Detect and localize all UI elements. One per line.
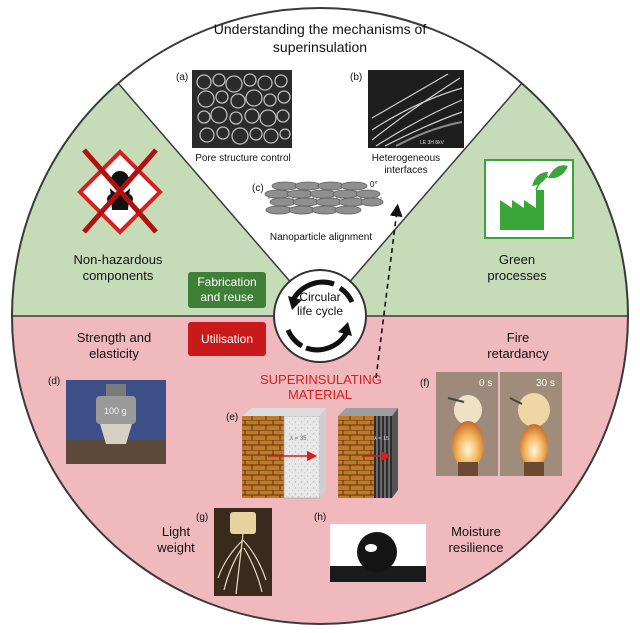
panel-g-letter: (g) (196, 512, 209, 523)
panel-f-image: 0 s 30 s (436, 372, 562, 476)
lambda-2-label: λ = 15 (374, 436, 389, 442)
moisture-resilience-label: Moisture resilience (448, 524, 504, 555)
superinsulating-material-label: SUPERINSULATING MATERIAL (260, 372, 382, 402)
outer-ring (11, 7, 629, 625)
non-hazardous-label: Non-hazardous components (73, 252, 163, 283)
nanoparticle-caption: Nanoparticle alignment (269, 232, 373, 243)
fire-time-0: 0 s (479, 378, 492, 389)
lambda-1-label: λ = 35 (290, 436, 307, 442)
panel-g-image (214, 508, 272, 596)
green-factory-icon (484, 159, 574, 239)
left-green-sector (11, 83, 321, 316)
pore-structure-caption: Pore structure control (195, 153, 291, 164)
panel-h-letter: (h) (314, 512, 327, 523)
dashed-arrow (375, 203, 403, 379)
right-green-sector (320, 83, 629, 316)
hazard-icon (77, 148, 163, 235)
panel-a-image (192, 70, 292, 148)
circular-life-cycle-label: Circular life cycle (296, 290, 343, 318)
fire-retardancy-label: Fire retardancy (487, 330, 549, 361)
panel-c-image (264, 181, 384, 215)
panel-a-letter: (a) (176, 72, 189, 83)
panel-c-angle: 0° (370, 180, 378, 189)
green-processes-label: Green processes (487, 252, 547, 283)
weight-label: 100 g (104, 406, 127, 416)
panel-e-letter: (e) (226, 412, 239, 423)
heterogeneous-caption: Heterogeneous interfaces (371, 153, 441, 176)
light-weight-label: Light weight (157, 524, 195, 555)
panel-d-image: 100 g (66, 380, 166, 464)
panel-d-letter: (d) (48, 376, 61, 387)
fire-time-30: 30 s (536, 378, 555, 389)
page-title: Understanding the mechanisms of superins… (213, 21, 427, 55)
panel-f-letter: (f) (420, 378, 430, 389)
strength-elasticity-label: Strength and elasticity (76, 330, 152, 361)
panel-b-image: LE 3H 8kV (368, 70, 464, 148)
panel-e-image: λ = 35 λ = 15 (242, 408, 398, 499)
panel-h-image (329, 523, 427, 583)
fabrication-reuse-button[interactable]: Fabrication and reuse (188, 272, 266, 308)
utilisation-button[interactable]: Utilisation (188, 322, 266, 356)
panel-c-letter: (c) (252, 183, 264, 194)
svg-text:LE 3H 8kV: LE 3H 8kV (420, 140, 445, 146)
panel-b-letter: (b) (350, 72, 363, 83)
life-cycle-hub (273, 269, 367, 363)
